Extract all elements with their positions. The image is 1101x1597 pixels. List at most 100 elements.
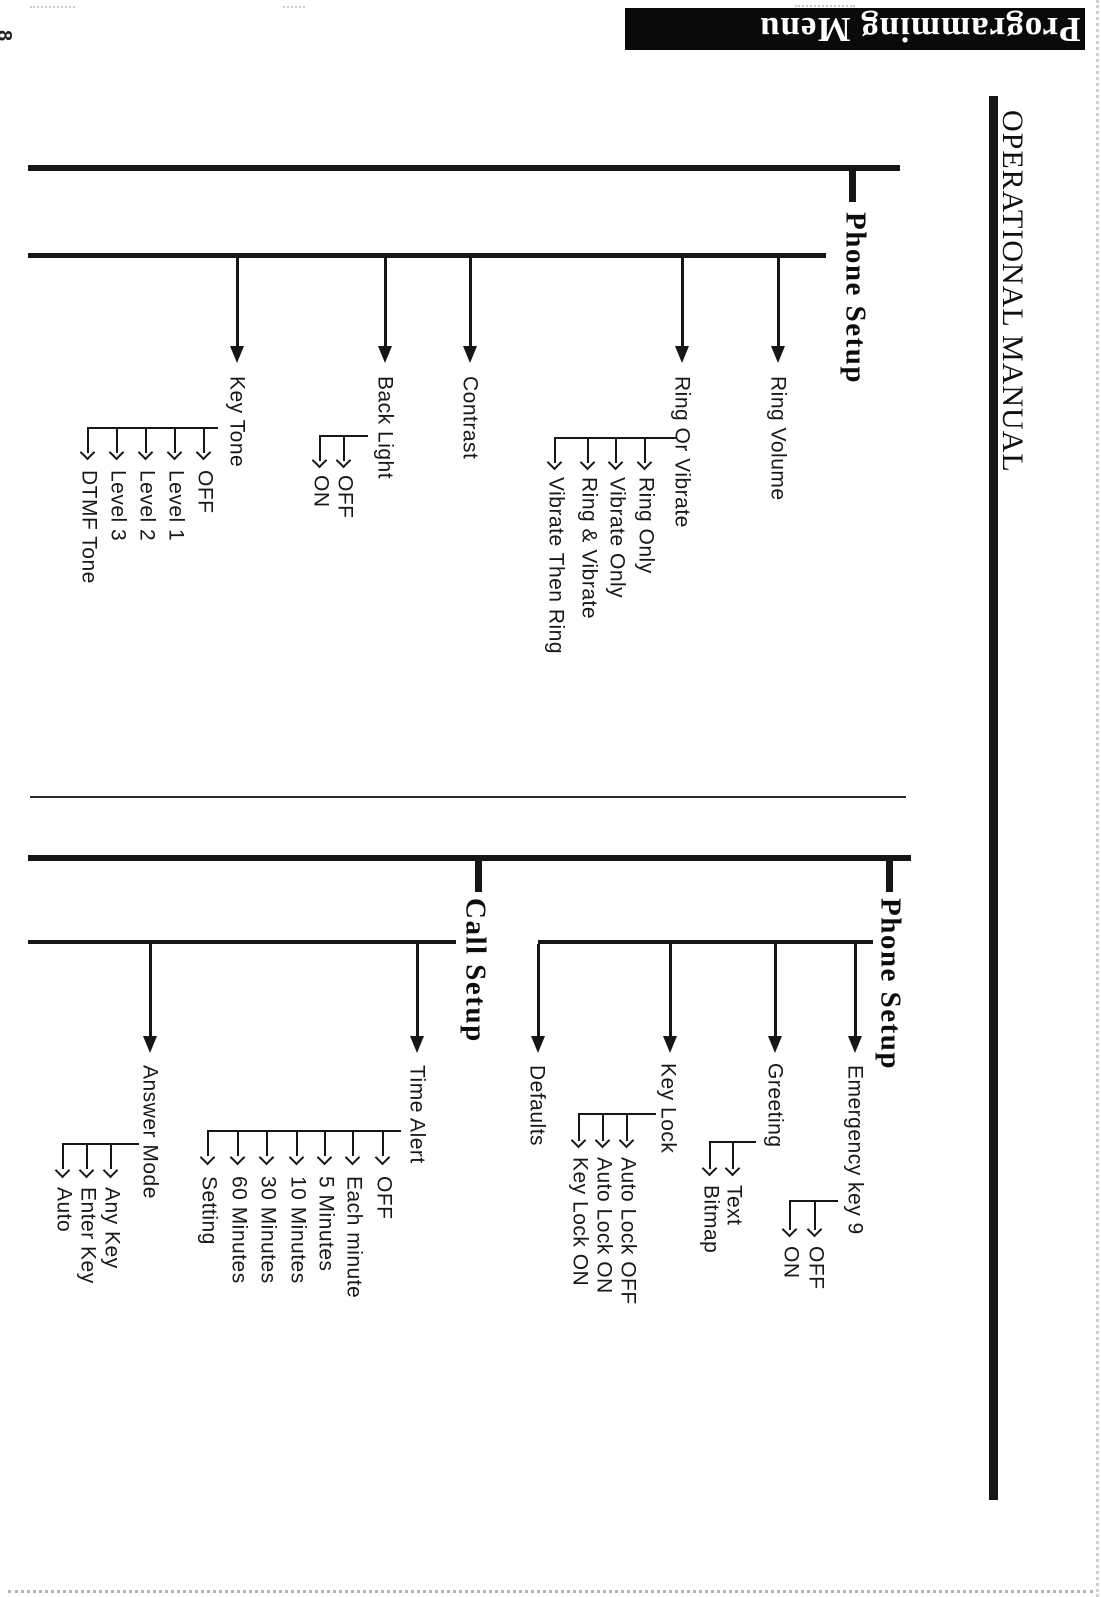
- separator-line: [30, 796, 906, 798]
- arrow-down-icon: [675, 346, 689, 363]
- tree2-phone-setup-stub: [886, 855, 893, 892]
- leaf-label-backlight-on: ON: [309, 475, 333, 508]
- arrow-down-icon: [54, 1162, 71, 1179]
- arrow-down-icon: [102, 1162, 119, 1179]
- connector-stub: [87, 427, 89, 453]
- connector-line: [789, 1200, 838, 1202]
- connector-stub: [732, 1141, 734, 1169]
- arrow-down-icon: [781, 1221, 798, 1238]
- arrow-down-icon: [848, 1036, 862, 1053]
- scan-artifact-top: [30, 6, 75, 8]
- connector-stub: [207, 1130, 209, 1156]
- scan-artifact-top: [283, 6, 305, 8]
- phone-setup2-trunk-line: [538, 940, 873, 944]
- leaf-label-text: Text: [722, 1185, 746, 1226]
- branch-line: [669, 944, 672, 1036]
- connector-stub: [709, 1141, 711, 1169]
- arrow-down-icon: [636, 454, 653, 471]
- leaf-label-any-key: Any Key: [100, 1187, 124, 1269]
- arrow-down-icon: [546, 454, 563, 471]
- connector-stub: [174, 427, 176, 453]
- arrow-down-icon: [311, 452, 328, 469]
- section-rule: [989, 96, 998, 1500]
- connector-line: [578, 1113, 656, 1115]
- arrow-down-icon: [579, 454, 596, 471]
- arrow-down-icon: [607, 454, 624, 471]
- arrow-down-icon: [410, 1036, 424, 1053]
- node-label-key-tone: Key Tone: [225, 376, 249, 468]
- connector-stub: [116, 427, 118, 453]
- connector-stub: [319, 435, 321, 461]
- arrow-down-icon: [618, 1132, 635, 1149]
- arrow-down-icon: [166, 444, 183, 461]
- connector-line: [62, 1143, 139, 1145]
- node-label-back-light: Back Light: [373, 376, 397, 480]
- node-label-answer-mode: Answer Mode: [138, 1065, 162, 1199]
- connector-stub: [110, 1143, 112, 1169]
- connector-stub: [626, 1113, 628, 1141]
- leaf-label-emergency-off: OFF: [804, 1246, 828, 1290]
- connector-stub: [814, 1200, 816, 1230]
- connector-stub: [602, 1113, 604, 1141]
- leaf-label-60-minutes: 60 Minutes: [227, 1176, 251, 1284]
- node-label-greeting: Greeting: [763, 1063, 787, 1148]
- node-label-key-lock: Key Lock: [656, 1063, 680, 1154]
- arrow-down-icon: [78, 1162, 95, 1179]
- leaf-label-10-minutes: 10 Minutes: [286, 1176, 310, 1284]
- connector-stub: [578, 1113, 580, 1141]
- arrow-down-icon: [79, 444, 96, 461]
- arrow-down-icon: [108, 444, 125, 461]
- leaf-label-30-minutes: 30 Minutes: [256, 1176, 280, 1284]
- arrow-down-icon: [143, 1036, 157, 1053]
- branch-line: [774, 944, 777, 1036]
- arrow-down-icon: [230, 346, 244, 363]
- banner-title: Programming Menu: [759, 10, 1081, 49]
- arrow-down-icon: [316, 1149, 333, 1166]
- leaf-label-auto-lock-on: Auto Lock ON: [592, 1157, 616, 1294]
- branch-line: [681, 256, 684, 346]
- tree2-title-call-setup: Call Setup: [459, 898, 492, 1043]
- arrow-down-icon: [531, 1036, 545, 1053]
- connector-stub: [145, 427, 147, 453]
- leaf-label-auto-lock-off: Auto Lock OFF: [616, 1157, 640, 1305]
- page-number: 8: [0, 30, 15, 42]
- leaf-label-emergency-on: ON: [779, 1246, 803, 1279]
- leaf-label-ring-only: Ring Only: [634, 477, 658, 574]
- connector-stub: [554, 437, 556, 463]
- arrow-down-icon: [771, 346, 785, 363]
- arrow-down-icon: [570, 1132, 587, 1149]
- branch-line: [236, 256, 239, 346]
- node-label-emergency-key-9: Emergency key 9: [843, 1065, 867, 1235]
- leaf-label-level-1: Level 1: [164, 470, 188, 542]
- arrow-down-icon: [768, 1036, 782, 1053]
- leaf-label-vibrate-then-ring: Vibrate Then Ring: [544, 477, 568, 655]
- arrow-down-icon: [663, 1036, 677, 1053]
- connector-stub: [615, 437, 617, 463]
- connector-stub: [382, 1130, 384, 1156]
- arrow-down-icon: [229, 1149, 246, 1166]
- leaf-label-dtmf-tone: DTMF Tone: [77, 470, 101, 584]
- tree1-trunk-line: [28, 253, 826, 258]
- node-label-defaults: Defaults: [525, 1065, 549, 1147]
- arrow-down-icon: [137, 444, 154, 461]
- connector-stub: [266, 1130, 268, 1156]
- leaf-label-level-3: Level 3: [106, 470, 130, 542]
- connector-stub: [324, 1130, 326, 1156]
- leaf-label-bitmap: Bitmap: [699, 1185, 723, 1254]
- section-title: OPERATIONAL MANUAL: [996, 110, 1029, 473]
- branch-line: [416, 944, 419, 1036]
- arrow-down-icon: [335, 452, 352, 469]
- arrow-down-icon: [724, 1160, 741, 1177]
- leaf-label-each-minute: Each minute: [342, 1176, 366, 1299]
- arrow-down-icon: [378, 346, 392, 363]
- connector-stub: [644, 437, 646, 463]
- connector-line: [87, 427, 218, 429]
- arrow-down-icon: [463, 346, 477, 363]
- connector-line: [207, 1130, 401, 1132]
- leaf-label-vibrate-only: Vibrate Only: [605, 477, 629, 599]
- leaf-label-5-minutes: 5 Minutes: [314, 1176, 338, 1272]
- tree2-call-setup-stub: [475, 855, 482, 892]
- arrow-down-icon: [258, 1149, 275, 1166]
- arrow-down-icon: [199, 1149, 216, 1166]
